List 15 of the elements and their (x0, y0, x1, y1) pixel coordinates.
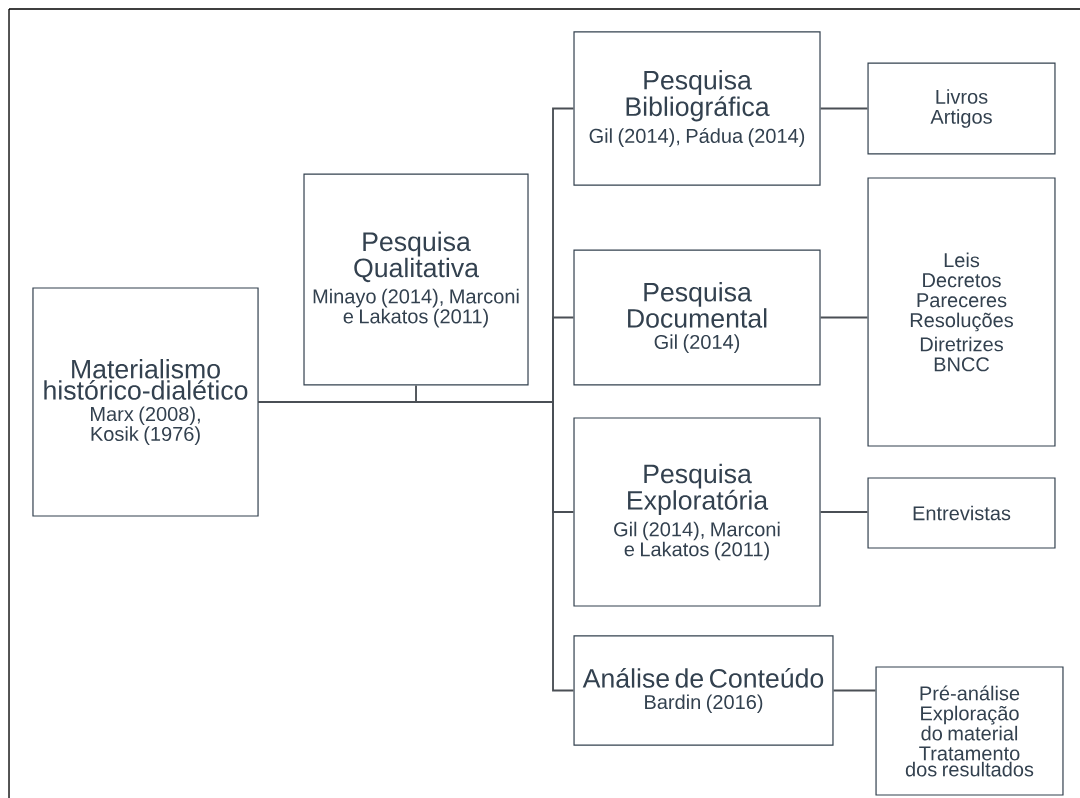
concept-box: Pesquisa Exploratória Gil (2014), Marconi e Lakatos (2011) (573, 417, 821, 607)
concept-box: Pesquisa Qualitativa Minayo (2014), Marconi e Lakatos (2011) (303, 173, 529, 386)
list-box: Livros Artigos (867, 62, 1056, 155)
concept-box: Pesquisa Bibliográfica Gil (2014), Pádua (2014) (573, 31, 821, 186)
connector-line (257, 401, 575, 692)
list-box: Pré-análise Exploração do material Tratamento dos resultados (875, 666, 1064, 796)
concept-box: Pesquisa Documental Gil (2014) (573, 249, 821, 386)
concept-box: Materialismo histórico-dialético Marx (2008), Kosik (1976) (32, 287, 259, 517)
list-box: Entrevistas (867, 477, 1056, 549)
connector-line (819, 107, 869, 110)
concept-box: Análise de Conteúdo Bardin (2016) (573, 635, 834, 746)
connector-line (832, 689, 877, 692)
connector-line (819, 511, 869, 513)
list-box: Leis Decretos Pareceres Resoluções Diretrizes BNCC (867, 177, 1056, 447)
connector-line (819, 316, 869, 319)
